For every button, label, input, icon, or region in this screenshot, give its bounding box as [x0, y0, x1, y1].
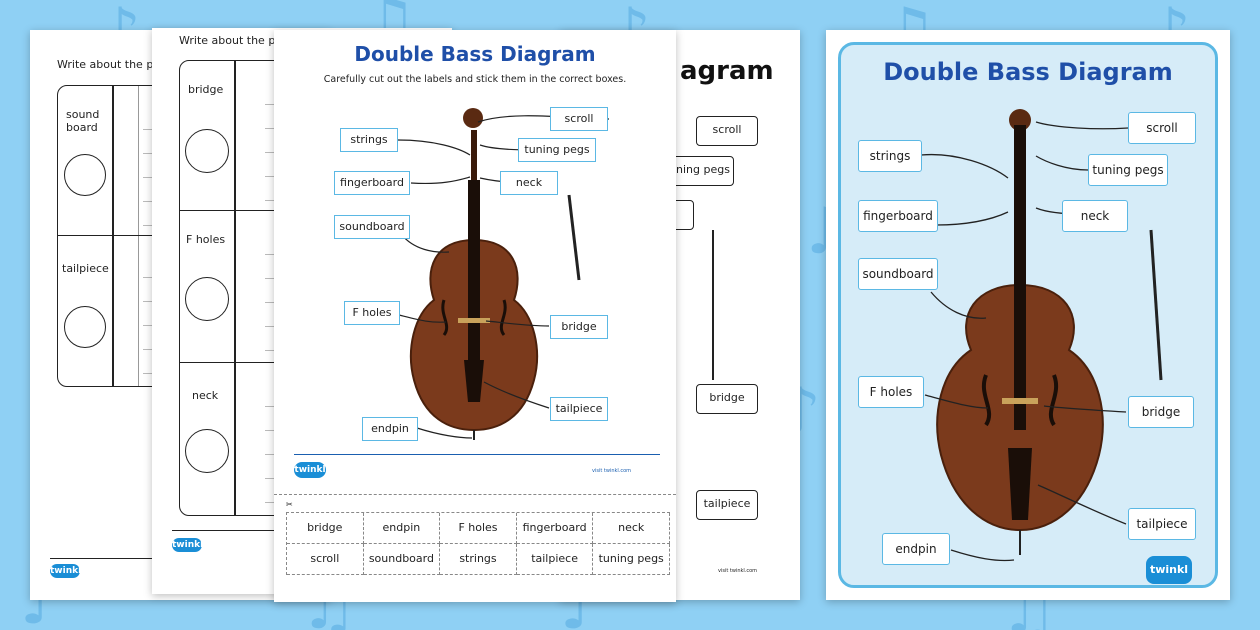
label-box-tailpiece: tailpiece [696, 490, 758, 520]
label-strings: strings [858, 140, 922, 172]
label-box-bridge: bridge [696, 384, 758, 414]
row-label: F holes [186, 233, 226, 246]
label-tuning-pegs: tuning pegs [518, 138, 596, 162]
double-bass-illustration [397, 108, 610, 440]
footer-url: visit twinkl.com [592, 468, 632, 474]
double-bass-illustration [920, 109, 1163, 562]
label-neck: neck [500, 171, 558, 195]
label-endpin: endpin [882, 533, 950, 565]
label-box-tuning-pegs: ning pegs [672, 156, 734, 186]
twinkl-logo: twinkl [294, 462, 326, 478]
label-box-scroll: scroll [696, 116, 758, 146]
column-divider [112, 86, 114, 235]
label-bridge: bridge [550, 315, 608, 339]
label-scroll: scroll [1128, 112, 1196, 144]
cutout-label[interactable]: endpin [363, 513, 441, 544]
poster-title: Double Bass Diagram [883, 58, 1173, 86]
label-neck: neck [1062, 200, 1128, 232]
f-holes-icon [185, 277, 229, 321]
label-tailpiece: tailpiece [550, 397, 608, 421]
cutout-label[interactable]: F holes [440, 513, 517, 544]
sound-board-icon [64, 154, 106, 196]
worksheet-3: Double Bass Diagram Carefully cut out th… [274, 30, 676, 602]
neck-icon [185, 429, 229, 473]
column-divider [138, 86, 139, 235]
twinkl-logo: twinkl [1146, 556, 1192, 584]
sheet-title: Double Bass Diagram [354, 42, 596, 66]
bridge-icon [185, 129, 229, 173]
label-strings: strings [340, 128, 398, 152]
label-bridge: bridge [1128, 396, 1194, 428]
label-tailpiece: tailpiece [1128, 508, 1196, 540]
cut-line [274, 494, 676, 495]
cutout-label[interactable]: soundboard [363, 544, 441, 575]
label-fingerboard: fingerboard [334, 171, 410, 195]
cutout-label-grid: bridge endpin F holes fingerboard neck s… [286, 512, 670, 575]
twinkl-logo: twinkl [50, 564, 82, 578]
cutout-label[interactable]: scroll [287, 544, 364, 575]
bow-illustration [712, 230, 722, 380]
sheet-instruction: Carefully cut out the labels and stick t… [323, 74, 627, 85]
worksheet-instruction: Write about the par [57, 58, 165, 71]
scissors-icon: ✂ [286, 500, 293, 509]
tailpiece-icon [64, 306, 106, 348]
row-label: sound board [66, 108, 100, 134]
label-tuning-pegs: tuning pegs [1088, 154, 1168, 186]
cutout-label[interactable]: strings [440, 544, 517, 575]
worksheet-instruction: Write about the par [179, 34, 287, 47]
row-label: tailpiece [62, 262, 109, 275]
column-divider [234, 363, 236, 515]
label-scroll: scroll [550, 107, 608, 131]
column-divider [234, 61, 236, 210]
row-label: neck [192, 389, 219, 402]
label-soundboard: soundboard [334, 215, 410, 239]
cutout-label[interactable]: tuning pegs [593, 544, 670, 575]
column-divider [138, 236, 139, 386]
footer-divider [294, 454, 660, 455]
cutout-label[interactable]: bridge [287, 513, 364, 544]
footer-url: visit twinkl.com [718, 568, 758, 574]
twinkl-logo: twinkl [172, 538, 204, 552]
column-divider [112, 236, 114, 386]
label-fingerboard: fingerboard [858, 200, 938, 232]
cutout-label[interactable]: neck [593, 513, 670, 544]
poster: Double Bass Diagram scroll strings tunin… [826, 30, 1230, 600]
label-f-holes: F holes [858, 376, 924, 408]
partial-title: agram [680, 56, 774, 86]
cutout-label[interactable]: tailpiece [516, 544, 594, 575]
label-endpin: endpin [362, 417, 418, 441]
column-divider [234, 211, 236, 362]
label-f-holes: F holes [344, 301, 400, 325]
cutout-label[interactable]: fingerboard [516, 513, 594, 544]
label-soundboard: soundboard [858, 258, 938, 290]
row-label: bridge [188, 83, 224, 96]
